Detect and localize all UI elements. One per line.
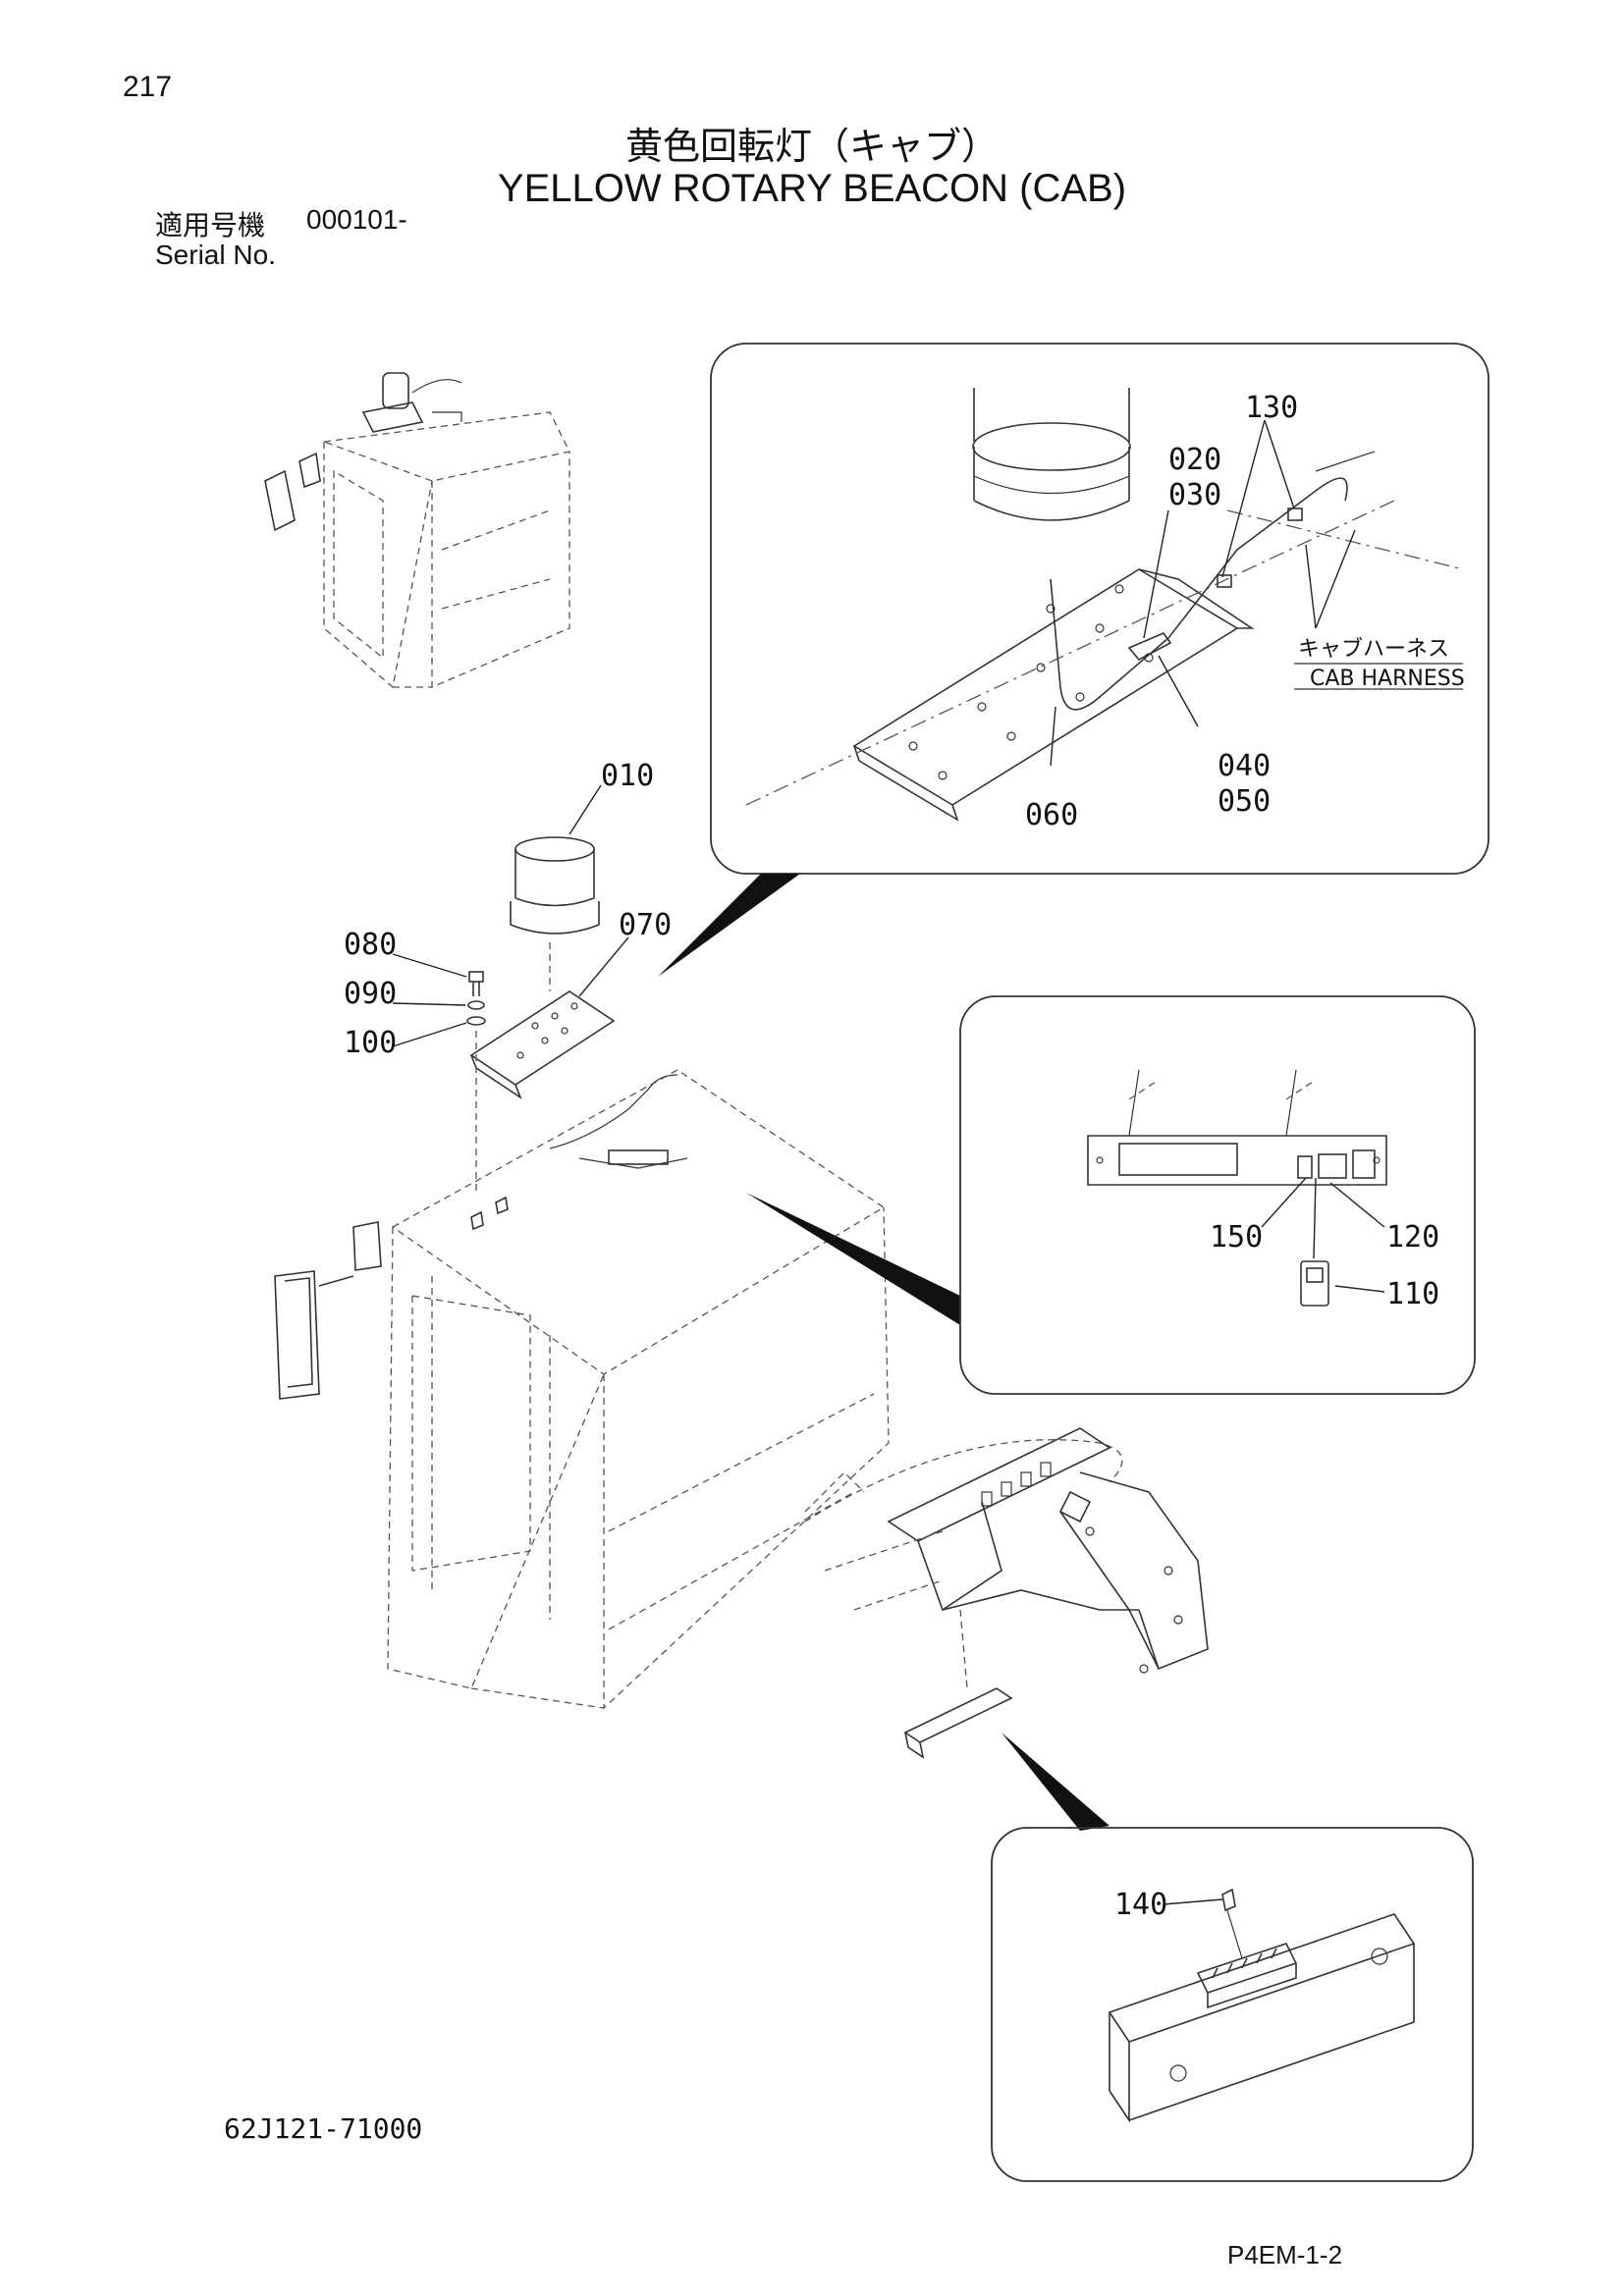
- callout-130: 130: [1245, 391, 1298, 425]
- detail-box-fuse-block: 140: [991, 1827, 1474, 2182]
- serial-label-english: Serial No.: [155, 240, 276, 270]
- cab-harness-label-jp: キャブハーネス: [1298, 637, 1449, 662]
- cab-harness-label-en: CAB HARNESS: [1310, 667, 1465, 691]
- drawing-number: 62J121-71000: [224, 2112, 423, 2145]
- callout-090: 090: [344, 977, 397, 1011]
- page-code: P4EM-1-2: [1227, 2240, 1343, 2269]
- callout-040: 040: [1218, 749, 1271, 783]
- detail-pointer-3: [1001, 1733, 1110, 1831]
- callout-010: 010: [601, 759, 654, 793]
- detail-pointer-2: [746, 1193, 960, 1325]
- cab-main: [274, 1069, 890, 1710]
- console-frame: [804, 1427, 1209, 1759]
- callout-110: 110: [1386, 1277, 1439, 1311]
- title-english: YELLOW ROTARY BEACON (CAB): [497, 167, 1127, 210]
- detail-box-beacon-bracket: 130 020 030 キャブハーネス CAB HARNESS 040 050 …: [710, 343, 1489, 875]
- title-japanese: 黄色回転灯（キャブ）: [624, 125, 999, 168]
- callout-140: 140: [1114, 1888, 1167, 1922]
- cab-overview-small: [264, 372, 570, 689]
- callout-030: 030: [1168, 478, 1221, 512]
- serial-label-japanese: 適用号機: [155, 209, 266, 241]
- callout-080: 080: [344, 928, 397, 962]
- callout-100: 100: [344, 1026, 397, 1060]
- detail-box-switch-panel: 150 120 110: [959, 995, 1476, 1395]
- callout-060: 060: [1025, 798, 1078, 832]
- page-number: 217: [123, 71, 173, 103]
- serial-number-value: 000101-: [306, 204, 407, 235]
- callout-120: 120: [1386, 1220, 1439, 1255]
- callout-020: 020: [1168, 443, 1221, 477]
- callout-070: 070: [619, 908, 672, 942]
- callout-050: 050: [1218, 784, 1271, 819]
- exploded-beacon-parts: 010 070 080 090 100: [344, 759, 672, 1193]
- callout-150: 150: [1210, 1220, 1263, 1255]
- detail-pointer-1: [658, 874, 800, 977]
